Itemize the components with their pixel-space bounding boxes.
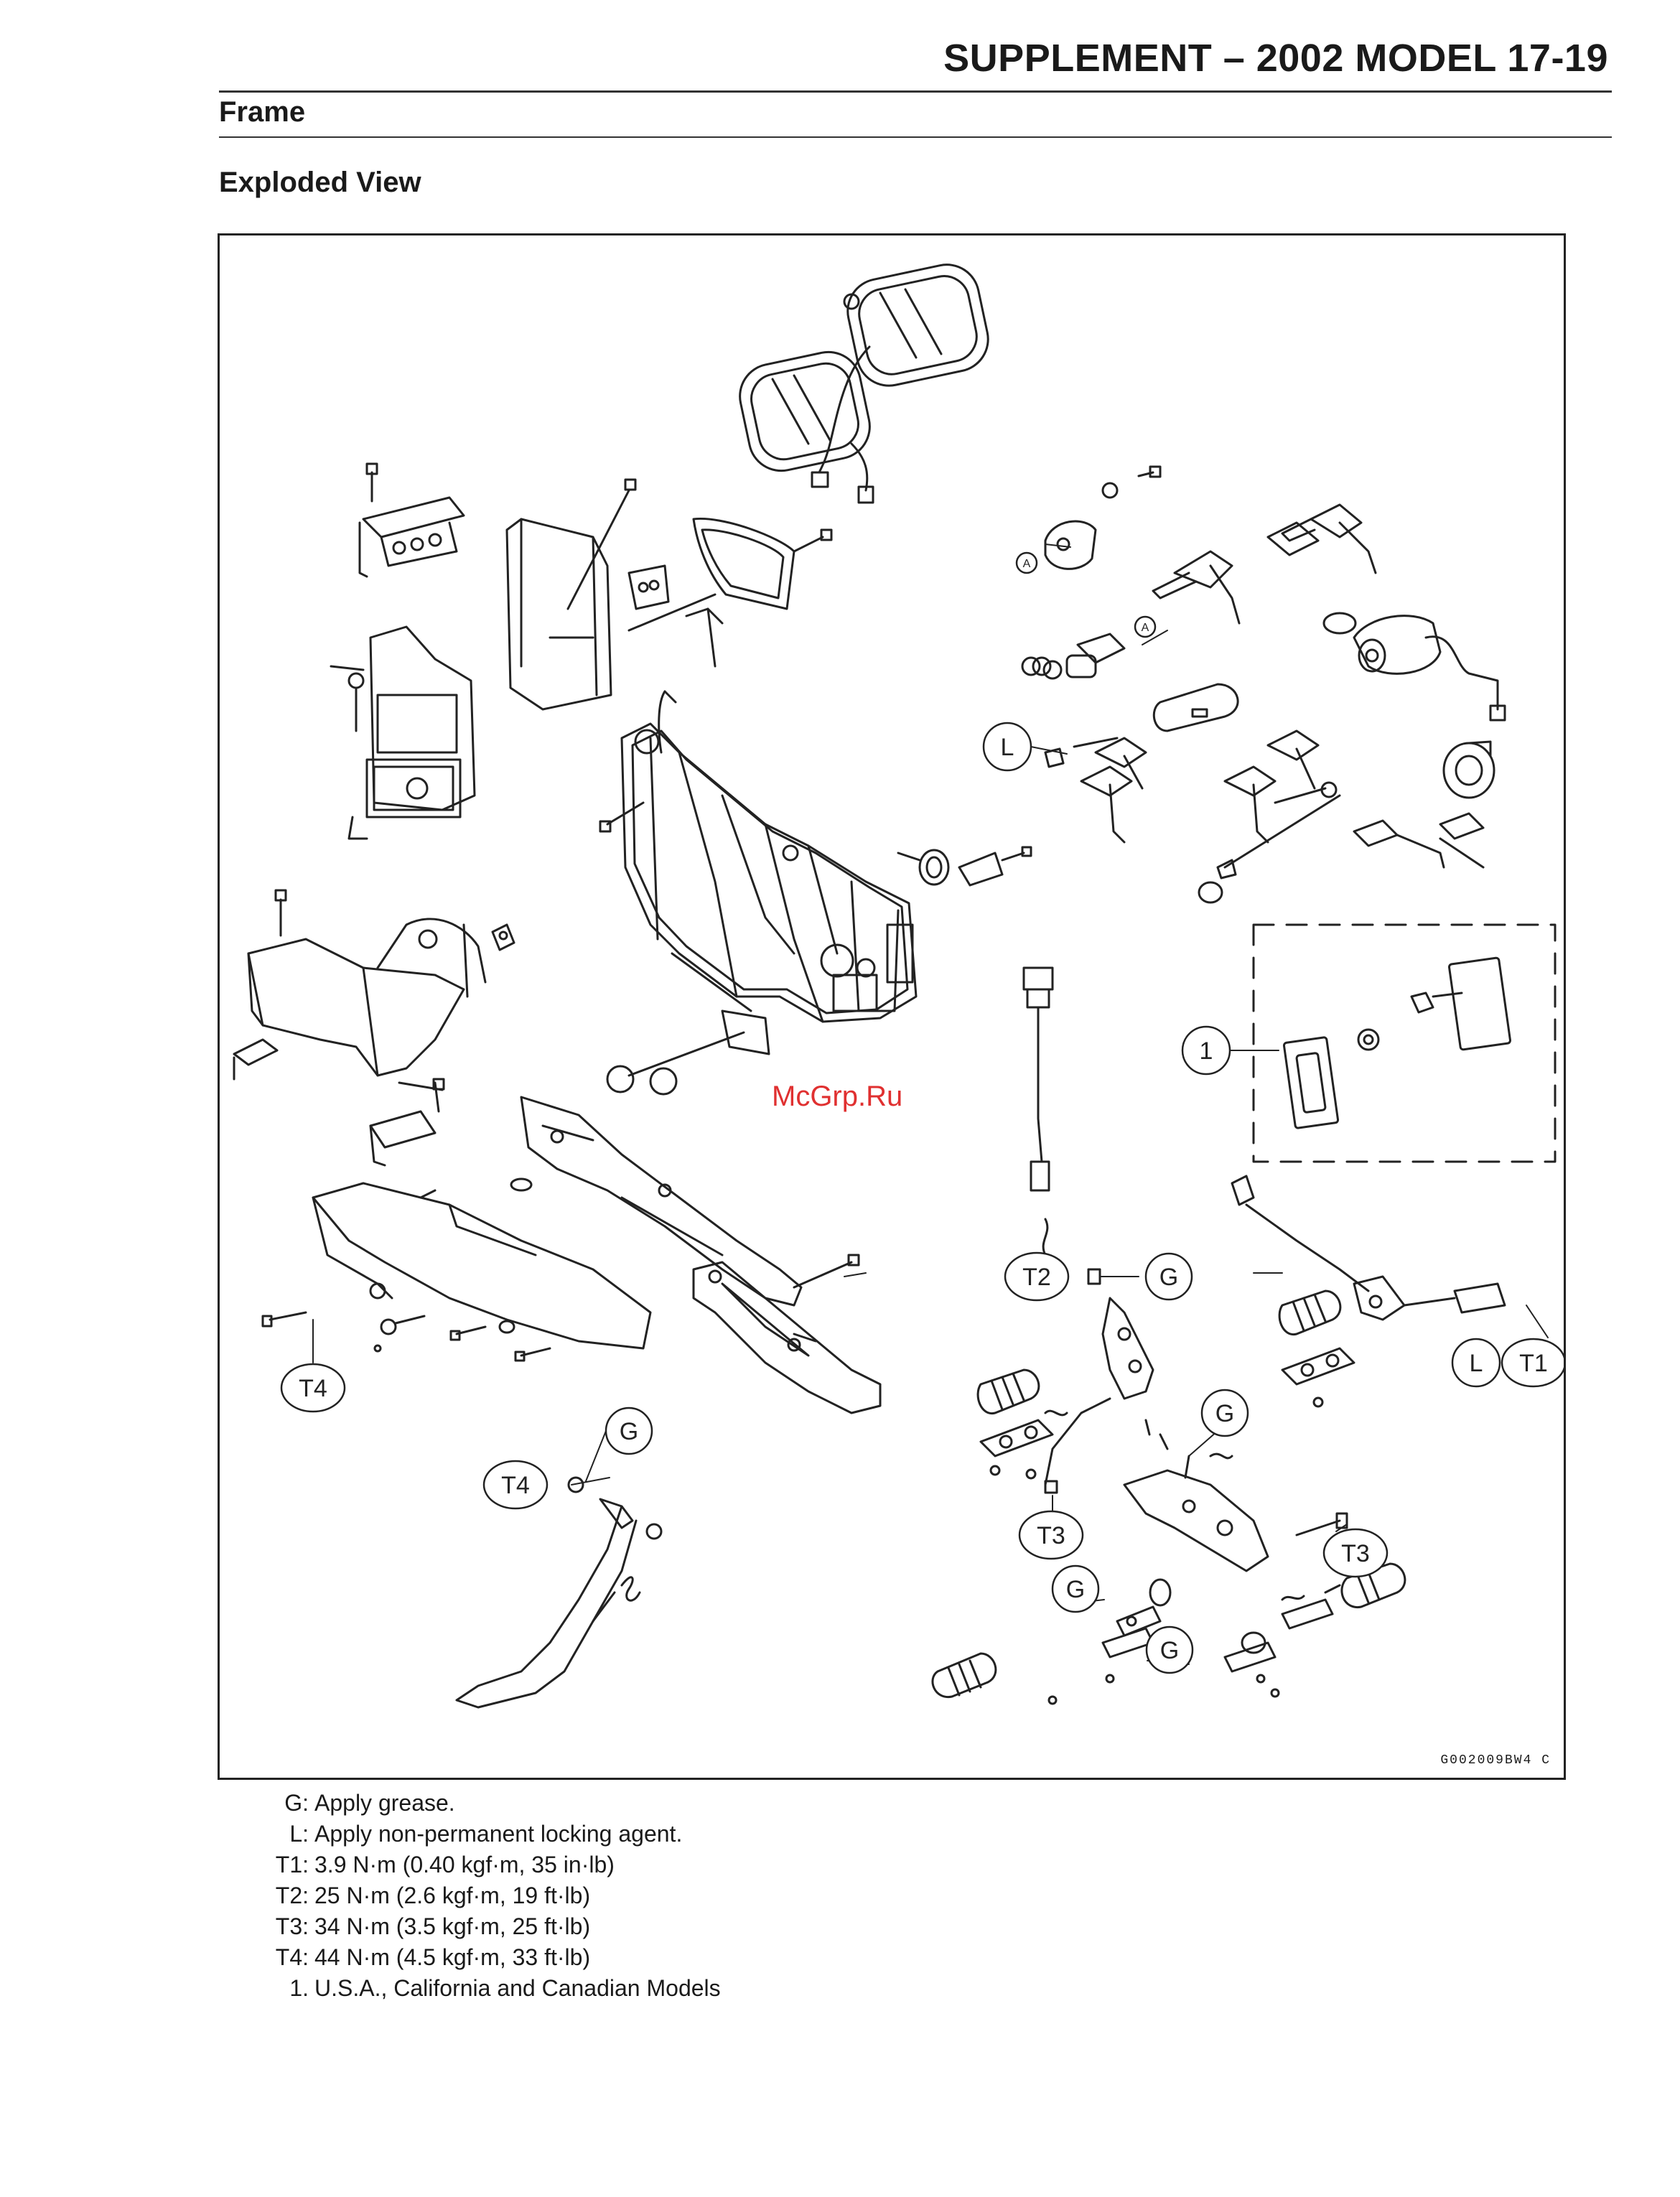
note-text: 3.9 N·m (0.40 kgf·m, 35 in·lb): [314, 1852, 615, 1878]
note-row: L:Apply non-permanent locking agent.: [258, 1819, 721, 1850]
figure-code: G002009BW4 C: [1440, 1753, 1551, 1768]
callout-a2-label: A: [1142, 622, 1149, 634]
callout-t1: [1501, 1338, 1564, 1388]
callout-t3-left: [1018, 1510, 1084, 1560]
callout-g4: [1051, 1564, 1100, 1613]
note-key: 1.: [289, 1975, 309, 2001]
callout-t1-label: T1: [1519, 1350, 1548, 1377]
callout-l-right: [1451, 1338, 1501, 1388]
legend-notes: G:Apply grease. L:Apply non-permanent lo…: [258, 1788, 721, 2004]
note-key: L:: [289, 1821, 309, 1847]
note-text: Apply grease.: [314, 1790, 455, 1816]
callout-a1: [1015, 551, 1038, 574]
note-key: G:: [284, 1790, 309, 1816]
callout-leaders: [312, 544, 1549, 1665]
note-text: 25 N·m (2.6 kgf·m, 19 ft·lb): [314, 1883, 591, 1908]
callout-1: [1181, 1025, 1231, 1076]
note-text: 34 N·m (3.5 kgf·m, 25 ft·lb): [314, 1913, 591, 1939]
callout-t2-label: T2: [1022, 1264, 1051, 1291]
section-title: Frame: [219, 96, 306, 128]
note-key: T2:: [275, 1883, 309, 1908]
callout-g5: [1145, 1625, 1194, 1674]
mirror-left: [739, 350, 874, 504]
callout-g3-label: G: [620, 1418, 638, 1445]
side-cover: [627, 517, 833, 632]
header-rule: [219, 90, 1612, 93]
note-row: T3:34 N·m (3.5 kgf·m, 25 ft·lb): [258, 1911, 721, 1942]
brake-pedal: [1044, 1268, 1154, 1494]
rider-pegs-lower: [931, 1562, 1406, 1705]
watermark: McGrp.Ru: [772, 1081, 903, 1112]
shift-pedal: [1123, 1433, 1348, 1572]
footpeg-right: [1278, 1289, 1355, 1408]
lower-frame-rail: [520, 1096, 860, 1307]
battery-tray: [233, 889, 515, 1167]
ignition-and-keys: [1021, 465, 1506, 904]
callout-t3-right: [1322, 1528, 1389, 1578]
note-text: U.S.A., California and Canadian Models: [314, 1975, 721, 2001]
callout-g2: [1200, 1389, 1249, 1437]
side-stand: [455, 1476, 663, 1709]
footrest-bracket: [692, 1261, 882, 1414]
callout-g4-label: G: [1066, 1576, 1085, 1603]
callout-g2-label: G: [1215, 1400, 1234, 1427]
callout-g1-label: G: [1159, 1264, 1178, 1291]
callout-a2: [1134, 615, 1157, 638]
callout-g1: [1144, 1252, 1193, 1301]
note-row: T1:3.9 N·m (0.40 kgf·m, 35 in·lb): [258, 1850, 721, 1880]
callout-circles: [280, 551, 1564, 1674]
note-key: T4:: [275, 1944, 309, 1970]
sidestand-switch-harness: [1022, 966, 1054, 1292]
callout-t4-left-label: T4: [299, 1375, 327, 1402]
callout-a1-label: A: [1023, 558, 1031, 570]
note-row: T2:25 N·m (2.6 kgf·m, 19 ft·lb): [258, 1880, 721, 1911]
battery-case: [330, 625, 476, 840]
lower-bolts: [261, 1311, 551, 1362]
mirror-right: [811, 263, 989, 488]
exploded-view-drawing: L 1 L T1 T2 T3 T3 T4 T4 G G G G G A A: [233, 263, 1564, 1709]
callout-labels: L 1 L T1 T2 T3 T3 T4 T4 G G G G G A A: [299, 558, 1548, 1664]
note-key: T1:: [275, 1852, 309, 1878]
rear-brake-switch: [1231, 1175, 1506, 1321]
callout-t2: [1004, 1251, 1070, 1302]
main-frame: [599, 607, 1032, 1096]
us-models-inset: [1252, 923, 1557, 1163]
upper-left-bracket: [358, 462, 465, 578]
callout-g3: [605, 1407, 653, 1455]
callout-l-right-label: L: [1470, 1350, 1483, 1377]
page-header-title: SUPPLEMENT – 2002 MODEL 17-19: [943, 37, 1608, 80]
callout-l-top-label: L: [1001, 734, 1014, 761]
footpeg-left: [976, 1368, 1068, 1480]
section-rule: [219, 136, 1612, 138]
callout-g5-label: G: [1160, 1637, 1179, 1664]
callout-t4-mid: [482, 1460, 549, 1510]
note-row: 1.U.S.A., California and Canadian Models: [258, 1973, 721, 2004]
callout-t4-left: [280, 1363, 346, 1413]
note-row: G:Apply grease.: [258, 1788, 721, 1819]
callout-t4-mid-label: T4: [501, 1472, 530, 1499]
callout-1-label: 1: [1200, 1037, 1213, 1065]
callout-t3-right-label: T3: [1341, 1540, 1370, 1567]
side-panel-long: [312, 1177, 652, 1350]
callout-t3-left-label: T3: [1037, 1522, 1065, 1549]
note-row: T4:44 N·m (4.5 kgf·m, 33 ft·lb): [258, 1942, 721, 1973]
note-text: 44 N·m (4.5 kgf·m, 33 ft·lb): [314, 1944, 591, 1970]
electrical-box: [505, 478, 670, 711]
exploded-view-diagram: L 1 L T1 T2 T3 T3 T4 T4 G G G G G A A G0…: [218, 233, 1566, 1780]
note-key: T3:: [275, 1913, 309, 1939]
note-text: Apply non-permanent locking agent.: [314, 1821, 683, 1847]
subsection-title: Exploded View: [219, 167, 421, 198]
callout-l-top: [982, 722, 1032, 772]
